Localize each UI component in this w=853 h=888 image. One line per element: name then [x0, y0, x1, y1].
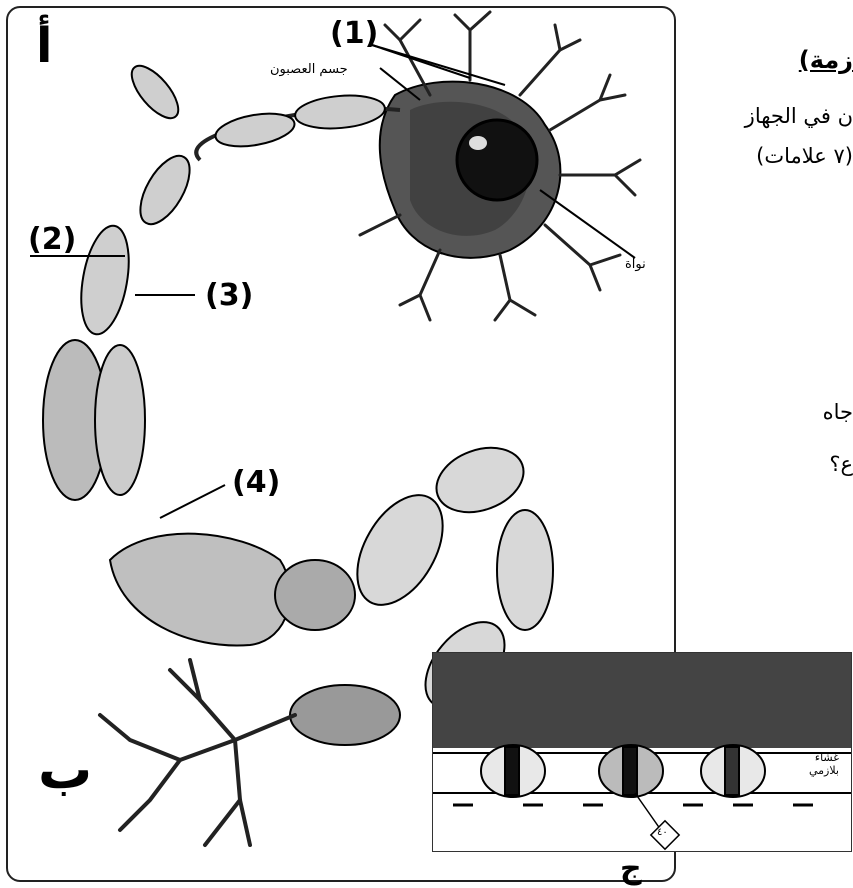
question-marks: (٧ علامات) — [756, 144, 853, 168]
label-1: (1) — [330, 16, 378, 51]
section-header: زمة) — [799, 46, 853, 74]
question-line-3: جاه — [823, 400, 853, 424]
membrane-label-word2: بلازمي — [809, 764, 839, 777]
question-line-4: ع؟ — [829, 452, 853, 476]
panel-label-a: أ — [36, 18, 52, 74]
channel-proteins — [481, 745, 765, 797]
membrane-label: غشاء بلازمي — [809, 751, 839, 777]
panel-label-b: ب — [38, 738, 92, 801]
label-4: (4) — [232, 465, 280, 500]
cell-body-label: جسم العصبون — [270, 62, 348, 77]
axon-terminals — [100, 660, 295, 845]
panel-label-c: ج — [620, 852, 642, 886]
membrane-diagram — [433, 653, 852, 852]
nucleus-label: نواة — [625, 257, 646, 272]
marker-label: ٤٠ — [657, 827, 668, 838]
label-2: (2) — [28, 222, 76, 257]
nucleus-shape — [457, 120, 537, 200]
label-3: (3) — [205, 278, 253, 313]
membrane-label-word1: غشاء — [809, 751, 839, 764]
question-line-1: ن في الجهاز — [745, 104, 853, 128]
membrane-inset: غشاء بلازمي ٤٠ — [432, 652, 852, 852]
